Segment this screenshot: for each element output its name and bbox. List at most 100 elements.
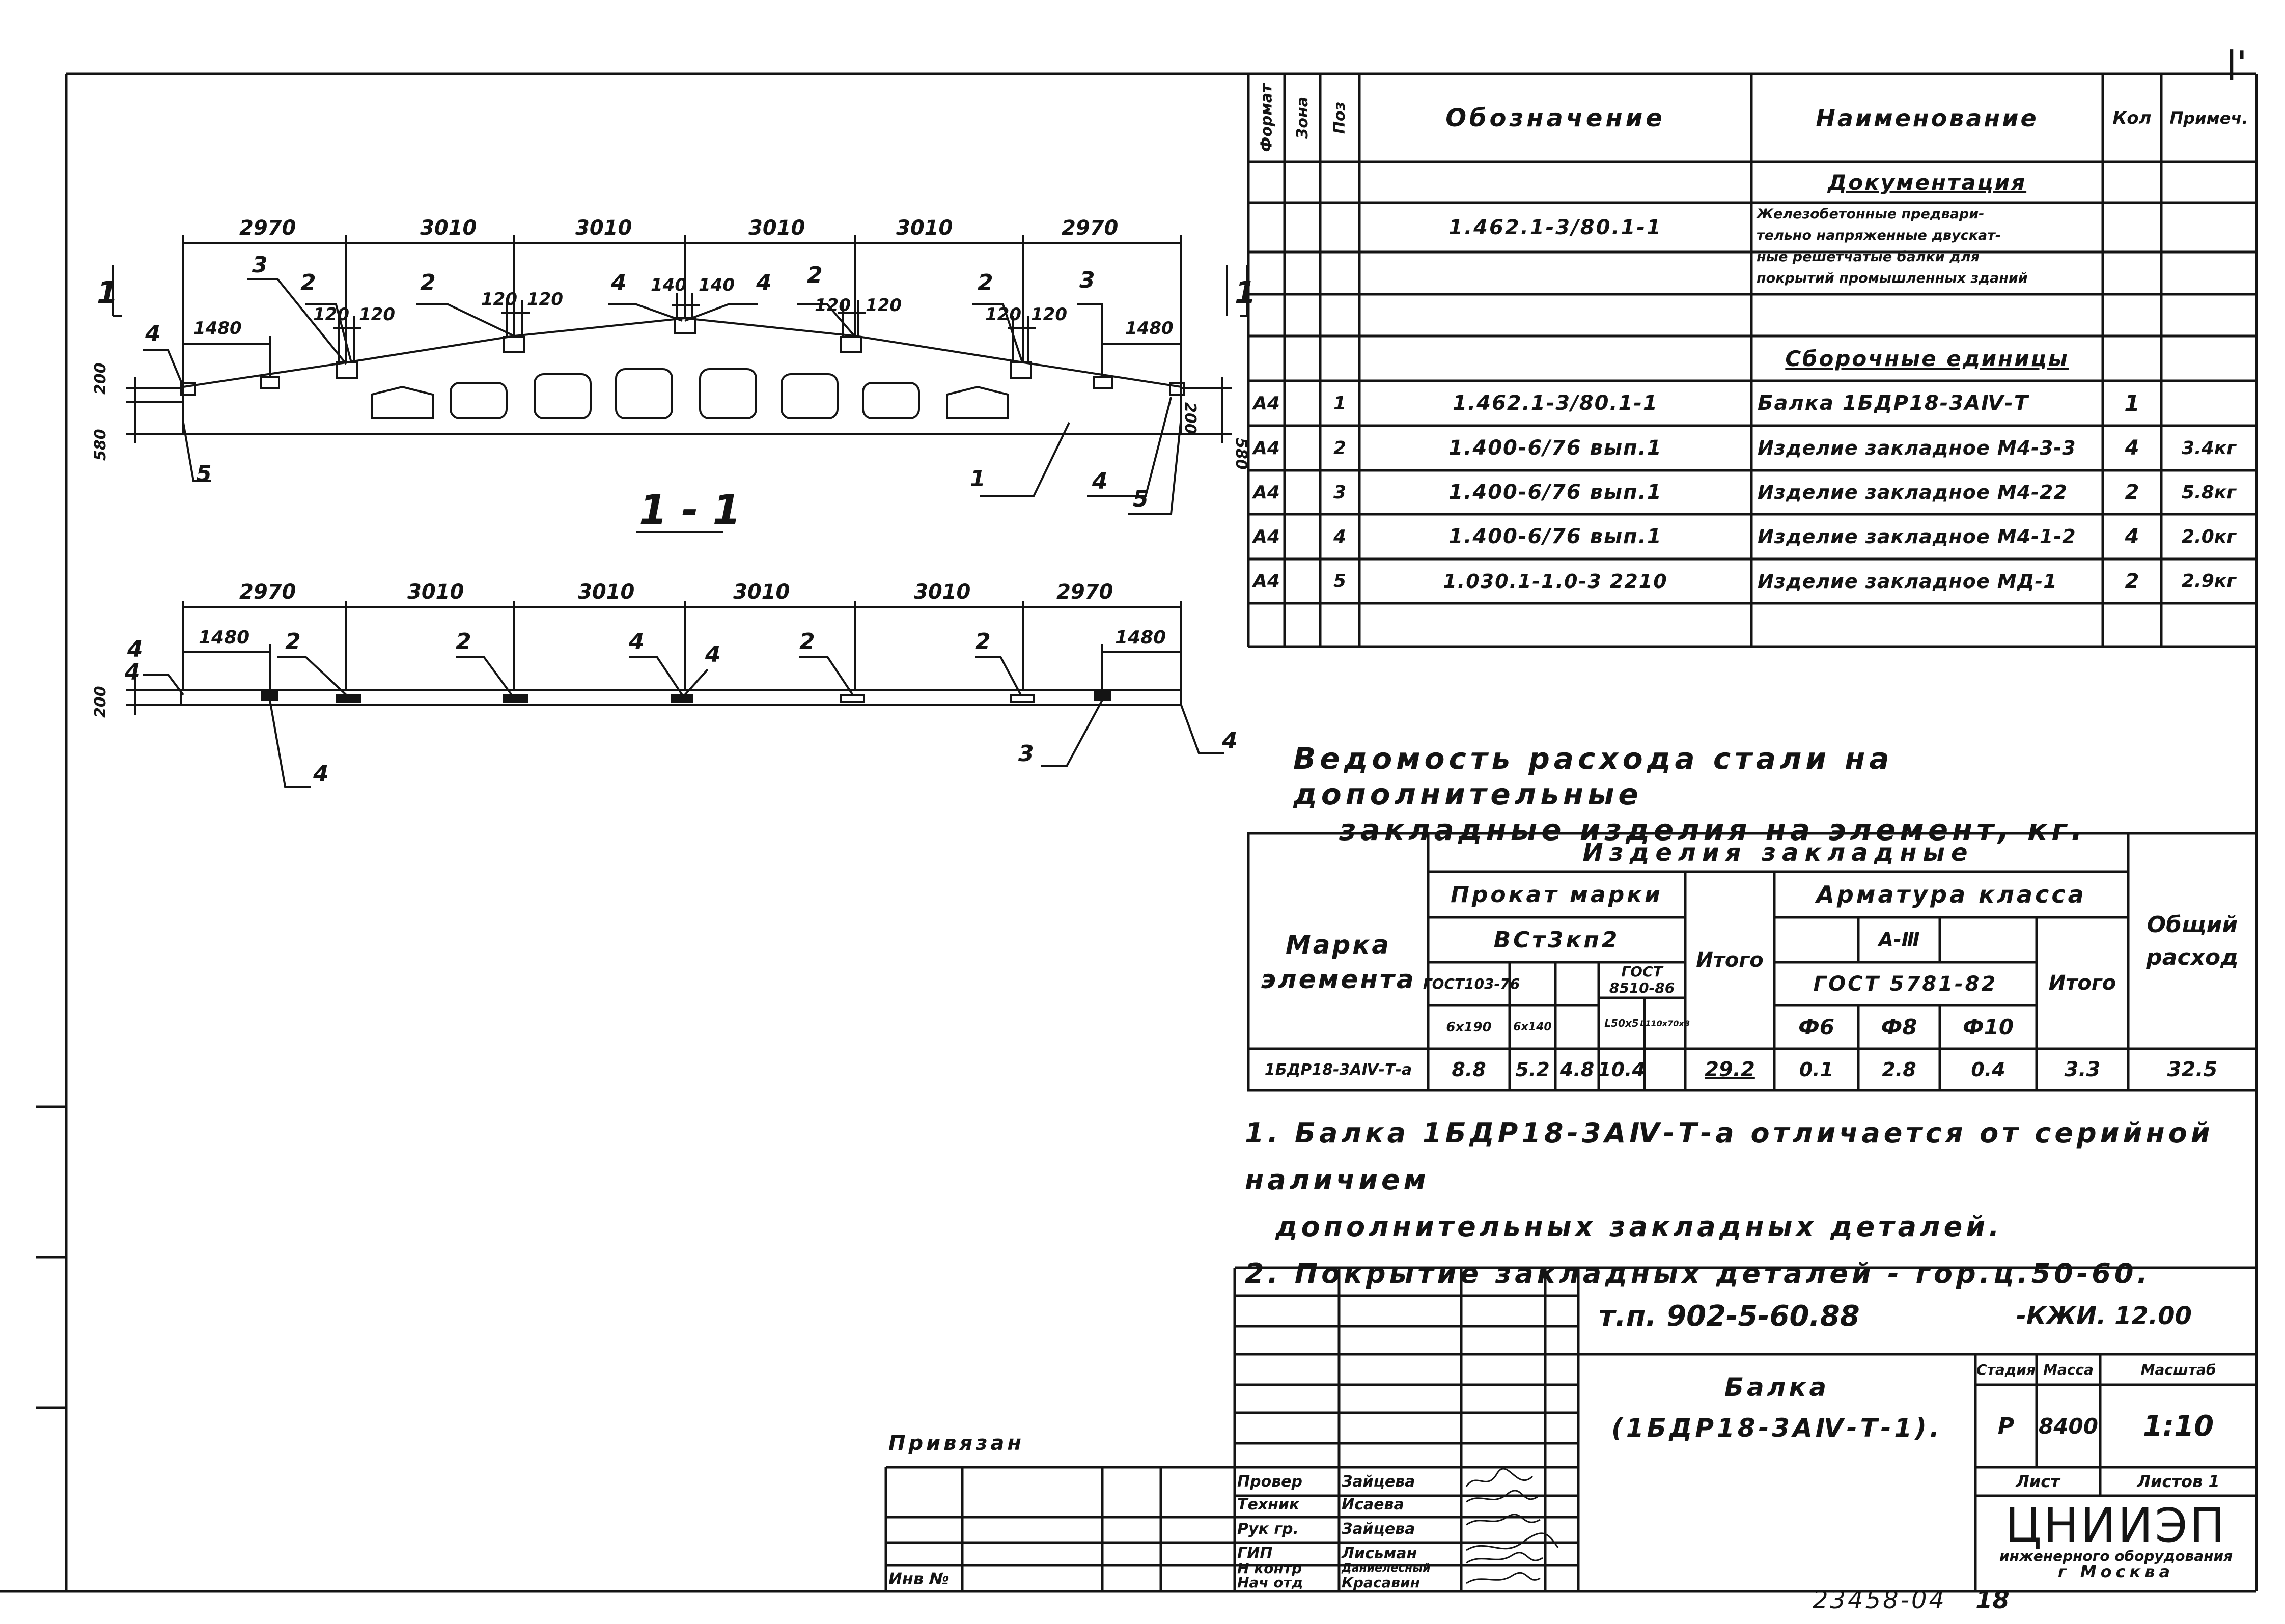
dim-label: 120	[985, 304, 1021, 325]
row-pos: 3	[1333, 482, 1347, 503]
bound-label: Привязан	[888, 1432, 1025, 1455]
height-label: 580	[92, 429, 109, 461]
role-label: Рук гр.	[1237, 1520, 1299, 1538]
position-mark: 5	[1133, 486, 1149, 512]
header-gost1: ГОСТ103-76	[1423, 975, 1520, 992]
row-pos: 4	[1333, 526, 1347, 547]
row-format: A4	[1253, 437, 1280, 459]
position-mark: 3	[1018, 741, 1034, 767]
corner-mark: |'	[2226, 45, 2247, 80]
role-label: Н контр	[1237, 1559, 1302, 1577]
doc-name-line: Железобетонные предвари-	[1757, 206, 1985, 222]
position-mark: 2	[978, 270, 993, 296]
position-mark: 1	[970, 466, 986, 492]
cell-value: 0.4	[1971, 1058, 2005, 1081]
doc-name-line: ные решетчатые балки для	[1757, 249, 1980, 265]
footer-number: 23458-04	[1813, 1586, 1947, 1614]
position-mark: 2	[420, 270, 436, 296]
mass-header: Масса	[2043, 1361, 2094, 1378]
row-format: A4	[1253, 393, 1280, 414]
header-gost2: ГОСТ 8510-86	[1609, 963, 1675, 996]
header-products: Изделия закладные	[1582, 838, 1974, 867]
cell-value: 2.8	[1882, 1058, 1916, 1081]
header-total: Итого	[1696, 948, 1764, 972]
header-size: L50х5	[1604, 1017, 1639, 1029]
section-mark: 1	[97, 275, 118, 311]
cell-mark: 1БДР18-3АⅣ-Т-а	[1264, 1060, 1412, 1079]
cell-total: 3.3	[2064, 1058, 2101, 1081]
header-class: А-Ⅲ	[1878, 929, 1920, 951]
dim-label: 140	[651, 275, 687, 295]
cell-overall: 32.5	[2167, 1058, 2218, 1081]
dim-label: 120	[313, 304, 349, 325]
header-diam: Ф10	[1962, 1015, 2014, 1040]
dim-label: 120	[527, 289, 563, 310]
row-pos: 2	[1333, 437, 1347, 459]
position-mark: 4	[127, 636, 143, 662]
dim-label: 1480	[1125, 318, 1174, 339]
header-overall: Общий расход	[2146, 911, 2239, 970]
row-pos: 1	[1333, 393, 1347, 414]
header-designation: Обозначение	[1445, 103, 1665, 132]
role-label: Провер	[1237, 1472, 1302, 1491]
dim-label: 3010	[420, 216, 477, 240]
header-size: 6х140	[1513, 1021, 1552, 1033]
row-name: Балка 1БДР18-3АⅣ-Т	[1758, 391, 2029, 415]
header-zone: Зона	[1293, 97, 1312, 139]
position-mark: 4	[145, 321, 161, 347]
position-mark: 4	[1092, 468, 1108, 494]
dim-label: 2970	[239, 580, 296, 604]
position-mark: 4	[705, 641, 721, 667]
scale-value: 1:10	[2142, 1409, 2214, 1443]
header-qty: Кол	[2112, 107, 2152, 128]
dim-label: 1480	[193, 318, 242, 339]
row-format: A4	[1253, 571, 1280, 592]
position-mark: 4	[313, 761, 329, 787]
role-label: Техник	[1237, 1495, 1300, 1514]
dim-label: 1480	[1115, 627, 1166, 648]
drawing-title-line1: Балка	[1724, 1373, 1830, 1402]
row-qty: 2	[2125, 569, 2139, 593]
inv-label: Инв №	[888, 1569, 949, 1588]
row-name: Изделие закладное МД-1	[1758, 570, 2057, 593]
row-designation: 1.400-6/76 вып.1	[1448, 525, 1662, 548]
dim-label: 3010	[914, 580, 971, 604]
position-mark: 5	[196, 461, 212, 487]
header-element: Марка элемента	[1261, 930, 1416, 994]
dim-label: 3010	[748, 216, 805, 240]
person-name: Исаева	[1342, 1495, 1404, 1514]
row-qty: 2	[2125, 481, 2139, 504]
dim-label: 3010	[896, 216, 953, 240]
row-note	[2161, 381, 2256, 426]
row-format: A4	[1253, 526, 1280, 547]
section-assemblies: Сборочные единицы	[1785, 346, 2069, 371]
row-designation: 1.462.1-3/80.1-1	[1453, 391, 1658, 415]
header-total2: Итого	[2048, 971, 2116, 995]
drawing-title-line2: (1БДР18-3АⅣ-Т-1).	[1611, 1413, 1942, 1443]
cell-value: 5.2	[1515, 1058, 1550, 1081]
row-qty: 1	[2124, 390, 2140, 416]
position-mark: 2	[456, 629, 471, 655]
dim-label: 2970	[1062, 216, 1119, 240]
header-pos: Поз	[1331, 101, 1349, 134]
dim-label: 3010	[578, 580, 635, 604]
dim-label: 3010	[407, 580, 464, 604]
sheet-header: Лист	[2016, 1472, 2060, 1491]
header-gost3: ГОСТ 5781-82	[1813, 972, 1998, 996]
position-mark: 2	[799, 629, 815, 655]
dim-label: 120	[481, 289, 517, 310]
note-line: дополнительных закладных деталей.	[1275, 1211, 2003, 1243]
position-mark: 2	[807, 262, 823, 288]
sheets-header: Листов 1	[2137, 1472, 2220, 1491]
header-rolled: Прокат марки	[1451, 881, 1663, 908]
org-logo: ЦНИИЭП инженерного оборудования г Москва	[1975, 1493, 2256, 1589]
role-label: Нач отд	[1237, 1574, 1303, 1591]
cell-value: 4.8	[1559, 1058, 1595, 1081]
person-name: Лисьман	[1342, 1544, 1417, 1562]
height-label: 580	[1232, 438, 1250, 470]
row-note: 2.9кг	[2181, 571, 2236, 592]
header-size: L110х70х8	[1640, 1018, 1690, 1028]
row-note: 2.0кг	[2181, 526, 2236, 547]
person-name: Даниелесный	[1342, 1561, 1431, 1575]
